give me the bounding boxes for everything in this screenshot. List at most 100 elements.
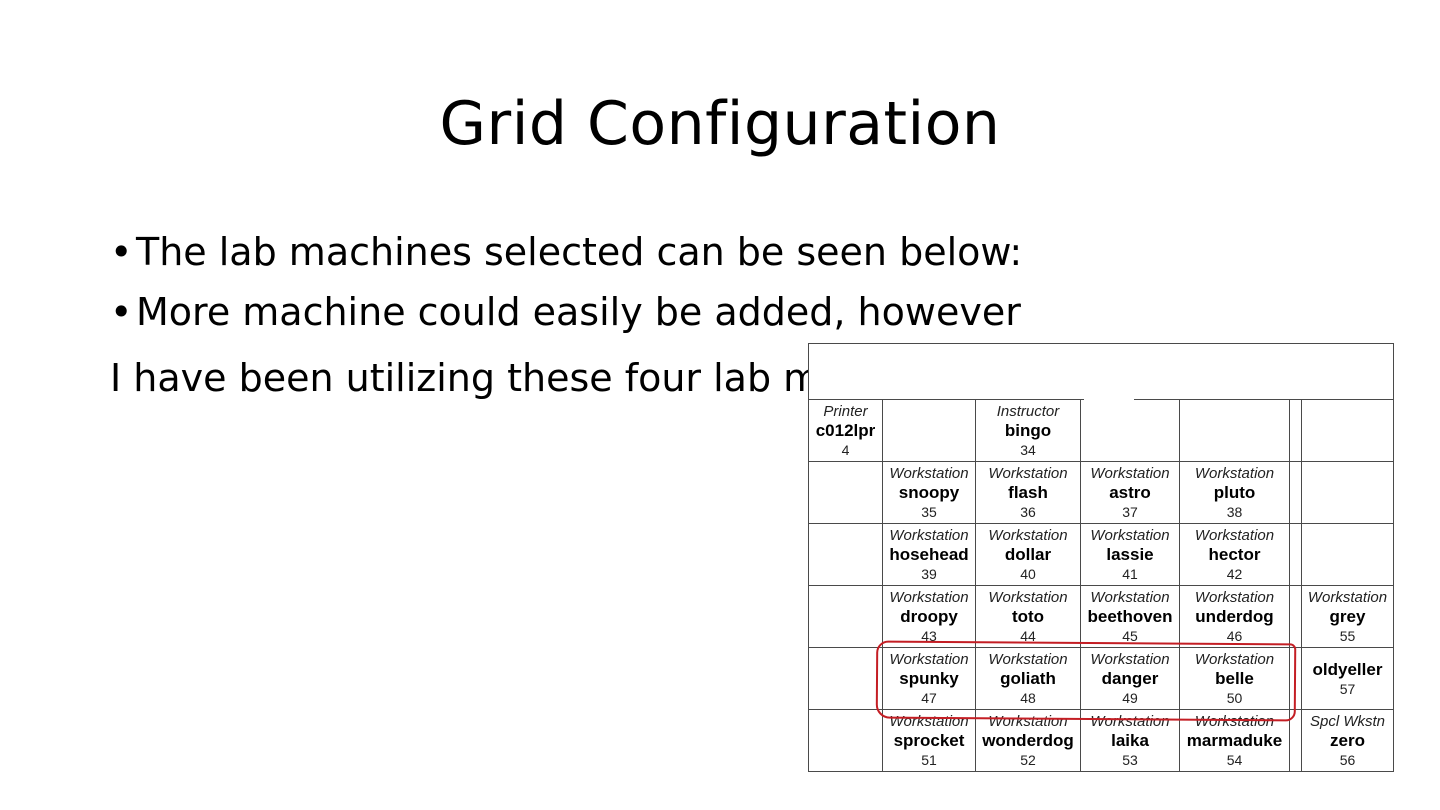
machine-cell xyxy=(1289,523,1302,586)
machine-num: 51 xyxy=(921,752,937,768)
machine-cell xyxy=(1289,399,1302,462)
machine-type: Workstation xyxy=(988,465,1068,482)
machine-cell xyxy=(808,585,883,648)
machine-cell xyxy=(808,523,883,586)
machine-cell xyxy=(808,461,883,524)
bullet-item: •The lab machines selected can be seen b… xyxy=(110,226,1022,278)
machine-type: Workstation xyxy=(1090,651,1170,668)
machine-num: 42 xyxy=(1226,566,1243,582)
machine-type: Workstation xyxy=(1194,589,1275,606)
machine-type: Workstation xyxy=(1090,527,1170,544)
machine-num: 54 xyxy=(1226,752,1243,768)
machine-num: 48 xyxy=(1020,690,1036,706)
machine-name: pluto xyxy=(1213,483,1256,502)
machine-name: marmaduke xyxy=(1186,731,1283,750)
machine-name: c012lpr xyxy=(815,421,876,440)
bullet-item: •More machine could easily be added, how… xyxy=(110,286,1021,338)
bullet-text: More machine could easily be added, howe… xyxy=(136,290,1021,334)
machine-num: 43 xyxy=(921,628,937,644)
machine-num: 34 xyxy=(1020,442,1036,458)
machine-num: 37 xyxy=(1122,504,1138,520)
machine-name: laika xyxy=(1111,731,1149,750)
machine-type: Workstation xyxy=(988,527,1068,544)
machine-name: goliath xyxy=(1000,669,1056,688)
machine-num: 56 xyxy=(1339,752,1356,768)
machine-num: 53 xyxy=(1122,752,1138,768)
machine-type: Workstation xyxy=(889,713,969,730)
machine-name: toto xyxy=(1011,607,1045,626)
machine-name: beethoven xyxy=(1087,607,1173,626)
machine-type: Workstation xyxy=(988,589,1068,606)
machine-type: Workstation xyxy=(1090,713,1170,730)
machine-cell xyxy=(882,399,976,462)
machine-num: 46 xyxy=(1226,628,1243,644)
machine-type: Workstation xyxy=(889,527,969,544)
machine-name: belle xyxy=(1215,669,1254,688)
machine-cell xyxy=(1289,647,1302,710)
machine-num: 55 xyxy=(1339,628,1356,644)
machine-type: Printer xyxy=(823,403,868,420)
machine-num: 49 xyxy=(1122,690,1138,706)
bullet-dot-icon: • xyxy=(110,290,133,334)
machine-name: oldyeller xyxy=(1312,659,1383,679)
machine-cell xyxy=(1080,399,1180,462)
machine-cell xyxy=(808,709,883,772)
machine-name: astro xyxy=(1109,483,1151,502)
machine-num: 40 xyxy=(1020,566,1036,582)
machine-type: Workstation xyxy=(988,713,1068,730)
machine-name: wonderdog xyxy=(982,731,1074,750)
table-header-row xyxy=(808,343,1394,400)
machine-name: danger xyxy=(1101,669,1159,688)
machine-type: Workstation xyxy=(889,651,969,668)
image-patch xyxy=(1084,392,1134,400)
machine-cell xyxy=(808,647,883,710)
machine-type: Workstation xyxy=(1090,465,1170,482)
machine-num: 45 xyxy=(1122,628,1138,644)
machine-type: Workstation xyxy=(889,589,969,606)
machine-type: Workstation xyxy=(1307,589,1388,606)
machine-num: 38 xyxy=(1226,504,1243,520)
machine-name: lassie xyxy=(1106,545,1154,564)
machine-name: snoopy xyxy=(898,483,960,502)
machine-num: 36 xyxy=(1020,504,1036,520)
machine-cell xyxy=(1289,709,1302,772)
bullet-text: The lab machines selected can be seen be… xyxy=(136,230,1023,274)
machine-type: Workstation xyxy=(1194,465,1275,482)
machine-name: sprocket xyxy=(893,731,965,750)
machine-type: Workstation xyxy=(889,465,969,482)
machine-name: dollar xyxy=(1004,545,1052,564)
machine-name: spunky xyxy=(899,669,959,688)
machine-num: 44 xyxy=(1020,628,1036,644)
machine-num: 50 xyxy=(1226,690,1243,706)
machine-type: Workstation xyxy=(988,651,1068,668)
machine-cell xyxy=(1179,399,1290,462)
machine-num: 57 xyxy=(1339,680,1356,697)
machine-num: 41 xyxy=(1122,566,1138,582)
machine-type: Workstation xyxy=(1194,713,1275,730)
machine-type: Spcl Wkstn xyxy=(1309,713,1385,730)
